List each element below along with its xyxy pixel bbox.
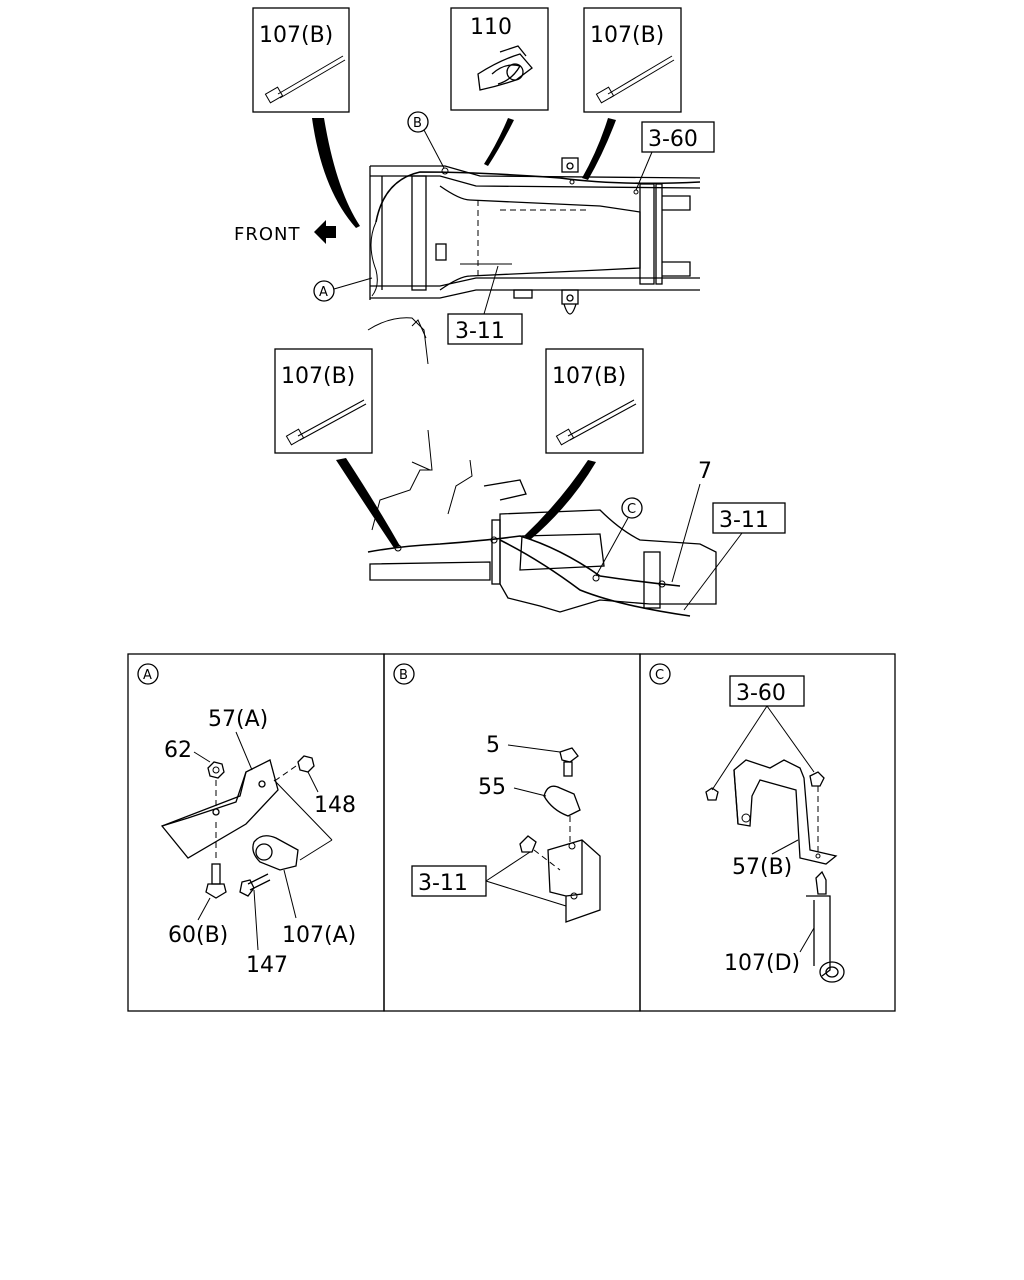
leader-swoosh — [336, 458, 400, 548]
part-label-57b: 57(B) — [732, 855, 792, 880]
part-label-57a: 57(A) — [208, 707, 268, 732]
ref-3-60-label: 3-60 — [736, 681, 786, 706]
ref-box-3-60: 3-60 — [635, 121, 715, 191]
svg-text:3-11: 3-11 — [719, 508, 769, 533]
detail-box-107b-mid-right: 107(B) — [545, 348, 644, 454]
panel-key-b: B — [399, 668, 408, 683]
part-label-147: 147 — [246, 953, 288, 978]
detail-panel-b: B 5 55 3-11 — [383, 653, 641, 1012]
detail-panel-a: A 57(A) 62 148 60(B) 147 107(A) — [127, 653, 385, 1012]
leader-swoosh — [312, 118, 360, 228]
part-label-148: 148 — [314, 793, 356, 818]
part-label-107a: 107(A) — [282, 923, 356, 948]
detail-box-107b-top-right: 107(B) — [583, 7, 682, 113]
part-label-55: 55 — [478, 775, 506, 800]
detail-panel-c: C 3-60 57(B) 107(D) — [639, 653, 896, 1012]
part-label-60b: 60(B) — [168, 923, 228, 948]
panel-key-a: A — [143, 668, 152, 683]
svg-text:3-60: 3-60 — [648, 127, 698, 152]
part-label-107d: 107(D) — [724, 951, 800, 976]
svg-text:3-11: 3-11 — [455, 319, 505, 344]
chassis-side-view — [367, 429, 717, 617]
leader-swoosh — [524, 460, 596, 540]
callout-c: C — [595, 497, 643, 577]
svg-text:B: B — [413, 116, 422, 131]
leader-swoosh — [582, 118, 616, 180]
chassis-top-view — [367, 157, 701, 365]
detail-box-107b-top-left: 107(B) — [252, 7, 350, 113]
part-label-5: 5 — [486, 733, 500, 758]
detail-box-107b-mid-left: 107(B) — [274, 348, 373, 454]
ref-3-11-label: 3-11 — [418, 871, 468, 896]
callout-a: A — [313, 277, 373, 302]
part-label-7: 7 — [698, 459, 712, 484]
front-label: FRONT — [234, 224, 301, 245]
detail-box-110: 110 — [450, 7, 549, 111]
part-label-62: 62 — [164, 738, 192, 763]
ref-box-3-11: 3-11 — [683, 502, 786, 611]
ref-box-3-11: 3-11 — [447, 265, 523, 345]
svg-text:A: A — [319, 285, 328, 300]
part-label-107b: 107(B) — [590, 23, 664, 48]
panel-key-c: C — [655, 668, 664, 683]
part-label-107b: 107(B) — [259, 23, 333, 48]
part-label-107b: 107(B) — [552, 364, 626, 389]
front-arrow-icon — [314, 220, 336, 244]
leader-swoosh — [484, 118, 514, 166]
svg-text:C: C — [627, 502, 636, 517]
part-label-110: 110 — [470, 15, 512, 40]
part-label-107b: 107(B) — [281, 364, 355, 389]
callout-b: B — [407, 111, 445, 169]
